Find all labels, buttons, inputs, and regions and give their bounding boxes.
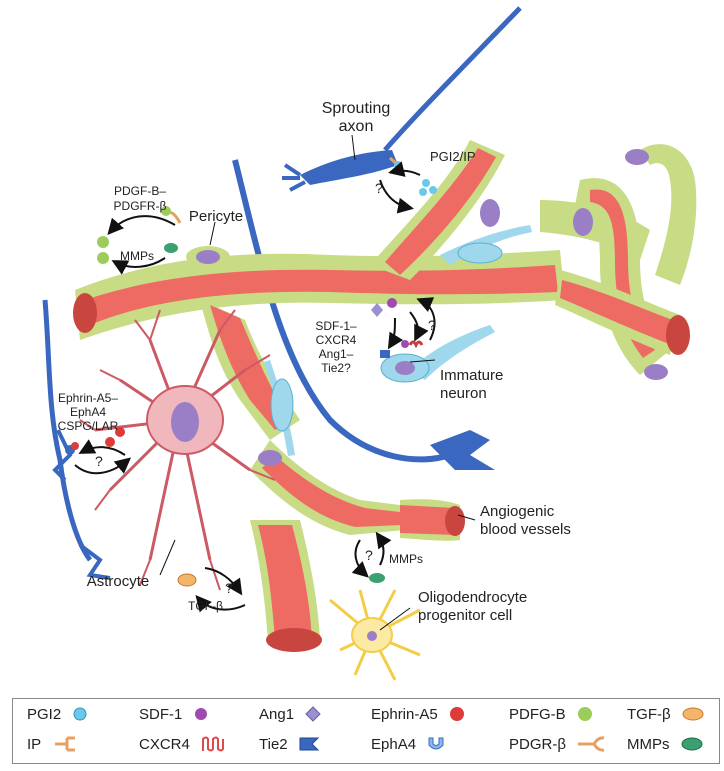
tie2-receptor-icon [298,735,320,753]
legend-label-ip: IP [27,736,41,753]
legend-item-tgfb: TGF-β [627,705,705,723]
pdgr-receptor-icon [576,735,608,753]
legend-label-cxcr4: CXCR4 [139,736,190,753]
label-pgi2-ip: PGI2/IP [430,149,476,164]
label-ephrin-3: CSPG/LAR [58,419,119,433]
oligodendrocyte-cell [330,590,420,680]
label-angiogenic-1: Angiogenic [480,503,555,520]
diamond-icon [304,705,322,723]
epha4-receptor-icon [426,735,446,753]
green-oval-icon [680,735,704,753]
label-question-pgi2: ? [375,180,383,196]
neurovascular-diagram: Sprouting axon PGI2/IP ? PDGF-B– PDGFR-β… [0,0,724,690]
label-tgf: TGF-β [188,599,223,613]
label-question-sdf: ? [428,317,436,333]
ip-receptor-icon [51,735,81,753]
label-mmps-bottom: MMPs [389,552,423,566]
legend-item-tie2: Tie2 [259,735,320,753]
label-sprouting-axon-2: axon [339,118,374,135]
blue-circle-icon [71,705,89,723]
label-angiogenic-2: blood vessels [480,521,571,538]
legend: PGI2 SDF-1 Ang1 Ephrin-A5 PDFG-B TGF-β I… [12,698,720,764]
legend-item-ip: IP [27,735,81,753]
legend-item-ang1: Ang1 [259,705,322,723]
legend-item-pgi2: PGI2 [27,705,89,723]
label-sprouting-axon-1: Sprouting [322,100,391,117]
legend-label-pgi2: PGI2 [27,706,61,723]
legend-item-pdgrb: PDGR-β [509,735,608,753]
purple-circle-icon [192,705,210,723]
label-mmps-top: MMPs [120,249,154,263]
legend-item-epha4: EphA4 [371,735,446,753]
legend-label-pdgrb: PDGR-β [509,736,566,753]
legend-label-mmps: MMPs [627,736,670,753]
legend-item-pdfgb: PDFG-B [509,705,594,723]
label-sdf-3: Ang1– [319,347,354,361]
legend-item-sdf1: SDF-1 [139,705,210,723]
legend-label-ang1: Ang1 [259,706,294,723]
astrocyte-leader [160,540,175,575]
label-ephrin-2: EphA4 [70,405,106,419]
label-immature-neuron-1: Immature [440,367,503,384]
cxcr4-receptor-icon [200,735,226,753]
red-circle-icon [448,705,466,723]
label-question-mmps: ? [365,547,373,563]
pericyte-leader [210,222,215,245]
label-astrocyte: Astrocyte [87,573,150,590]
label-ephrin-1: Ephrin-A5– [58,391,118,405]
legend-label-pdfgb: PDFG-B [509,706,566,723]
label-oligo-2: progenitor cell [418,607,512,624]
left-axon [45,300,110,578]
label-immature-neuron-2: neuron [440,385,487,402]
label-sdf-2: CXCR4 [316,333,357,347]
label-question-tgf: ? [225,580,233,596]
label-pdgf-1: PDGF-B– [114,184,166,198]
legend-label-tgfb: TGF-β [627,706,671,723]
legend-item-cxcr4: CXCR4 [139,735,226,753]
legend-item-mmps: MMPs [627,735,704,753]
legend-label-sdf1: SDF-1 [139,706,182,723]
label-sdf-4: Tie2? [321,361,351,375]
label-pericyte: Pericyte [189,208,243,225]
label-oligo-1: Oligodendrocyte [418,589,527,606]
legend-label-tie2: Tie2 [259,736,288,753]
sdf-interaction [371,298,435,358]
legend-item-ephrina5: Ephrin-A5 [371,705,466,723]
orange-oval-icon [681,705,705,723]
legend-label-ephrina5: Ephrin-A5 [371,706,438,723]
green-circle-icon [576,705,594,723]
legend-label-epha4: EphA4 [371,736,416,753]
label-sdf-1: SDF-1– [315,319,357,333]
label-question-ephrin: ? [95,453,103,469]
label-pdgf-2: PDGFR-β [114,199,167,213]
